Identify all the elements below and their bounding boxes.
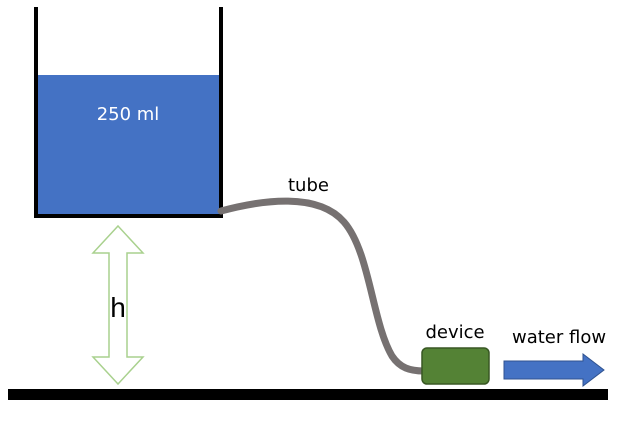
height-arrow xyxy=(91,224,145,386)
device-label: device xyxy=(425,322,484,343)
water-flow-arrow xyxy=(503,352,605,388)
tube-label: tube xyxy=(288,175,329,196)
floor-line xyxy=(8,389,608,400)
water-volume xyxy=(36,75,221,216)
height-label: h xyxy=(110,292,126,323)
water-container xyxy=(34,7,223,218)
volume-label: 250 ml xyxy=(97,104,160,125)
water-flow-label: water flow xyxy=(512,327,606,348)
device xyxy=(421,347,490,385)
tube xyxy=(217,197,428,375)
